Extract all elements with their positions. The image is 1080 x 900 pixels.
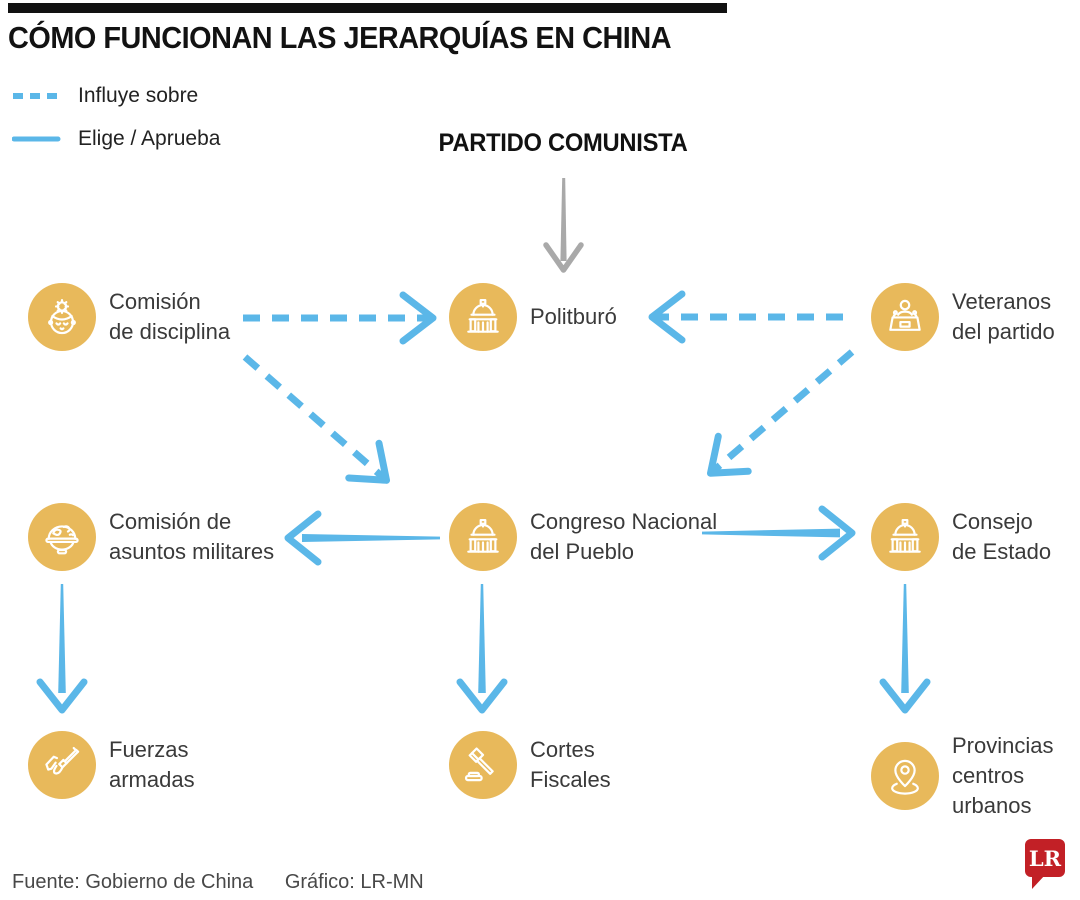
root-node-label: PARTIDO COMUNISTA [438, 129, 688, 157]
node-provincias-centros-urbanos: Provincias centros urbanos [871, 731, 1053, 821]
edge-congreso-cortes-fiscales [456, 584, 508, 714]
footer: Fuente: Gobierno de China Gráfico: LR-MN [12, 871, 424, 894]
node-label-line: centros [952, 763, 1025, 788]
node-label-line: Cortes [530, 737, 595, 762]
legend-influences: Influye sobre [12, 84, 199, 107]
node-label: Veteranos del partido [952, 287, 1055, 347]
node-congreso-nacional: Congreso Nacional del Pueblo [449, 503, 717, 571]
edge-asuntos-militares-fuerzas-armadas [36, 584, 88, 714]
legend-elects: Elige / Aprueba [12, 127, 221, 150]
footer-source: Fuente: Gobierno de China [12, 871, 254, 893]
node-cortes-fiscales: Cortes Fiscales [449, 731, 611, 799]
lr-logo: LR [1025, 839, 1065, 889]
node-consejo-de-estado: Consejo de Estado [871, 503, 1051, 571]
capitol-icon [871, 503, 939, 571]
page-title: CÓMO FUNCIONAN LAS JERARQUÍAS EN CHINA [8, 20, 672, 55]
node-label-line: urbanos [952, 793, 1032, 818]
edge-congreso-asuntos-militares [284, 510, 440, 566]
node-label: Cortes Fiscales [530, 735, 611, 795]
node-veteranos-del-partido: Veteranos del partido [871, 283, 1055, 351]
top-bar [8, 3, 727, 13]
mind-gear-icon [28, 283, 96, 351]
legend-influences-label: Influye sobre [78, 84, 199, 107]
node-label: Congreso Nacional del Pueblo [530, 507, 717, 567]
edge-congreso-consejo [702, 505, 856, 561]
node-label: Provincias centros urbanos [952, 731, 1053, 821]
dashed-line-icon [13, 93, 62, 99]
node-label-line: armadas [109, 767, 195, 792]
gavel-icon [449, 731, 517, 799]
node-label: Consejo de Estado [952, 507, 1051, 567]
node-label-line: del partido [952, 319, 1055, 344]
node-label-line: Comisión [109, 289, 201, 314]
node-comision-asuntos-militares: Comisión de asuntos militares [28, 503, 274, 571]
edge-partido-politburo [543, 178, 584, 273]
solid-line-icon [12, 136, 61, 142]
node-label-line: Comisión de [109, 509, 232, 534]
lr-logo-text: LR [1028, 845, 1062, 871]
node-comision-disciplina: Comisión de disciplina [28, 283, 230, 351]
node-label-line: Provincias [952, 733, 1054, 758]
node-label-line: Fiscales [530, 767, 611, 792]
node-label: Comisión de disciplina [109, 287, 230, 347]
node-label-line: de disciplina [109, 319, 231, 344]
footer-credit: Gráfico: LR-MN [284, 871, 424, 893]
node-label: Fuerzas armadas [109, 735, 195, 795]
node-label-line: asuntos militares [109, 539, 275, 564]
helmet-icon [28, 503, 96, 571]
legend-elects-label: Elige / Aprueba [78, 127, 221, 150]
node-label-line: Politburó [530, 304, 617, 329]
node-label-line: Congreso Nacional [530, 509, 718, 534]
node-label-line: Fuerzas [109, 737, 189, 762]
rifle-icon [28, 731, 96, 799]
node-label-line: Consejo [952, 509, 1033, 534]
edge-consejo-provincias [879, 584, 931, 714]
node-label-line: de Estado [952, 539, 1052, 564]
capitol-icon [449, 283, 517, 351]
lr-logo-tail [1032, 875, 1045, 889]
edge-disciplina-congreso [242, 354, 391, 484]
node-label-line: del Pueblo [530, 539, 634, 564]
node-politburo: Politburó [449, 283, 617, 351]
node-label: Comisión de asuntos militares [109, 507, 274, 567]
podium-speaker-icon [871, 283, 939, 351]
map-pin-icon [871, 742, 939, 810]
capitol-icon [449, 503, 517, 571]
node-label-line: Veteranos [952, 289, 1052, 314]
node-fuerzas-armadas: Fuerzas armadas [28, 731, 195, 799]
node-label: Politburó [530, 302, 617, 332]
edge-veteranos-congreso [706, 349, 855, 477]
